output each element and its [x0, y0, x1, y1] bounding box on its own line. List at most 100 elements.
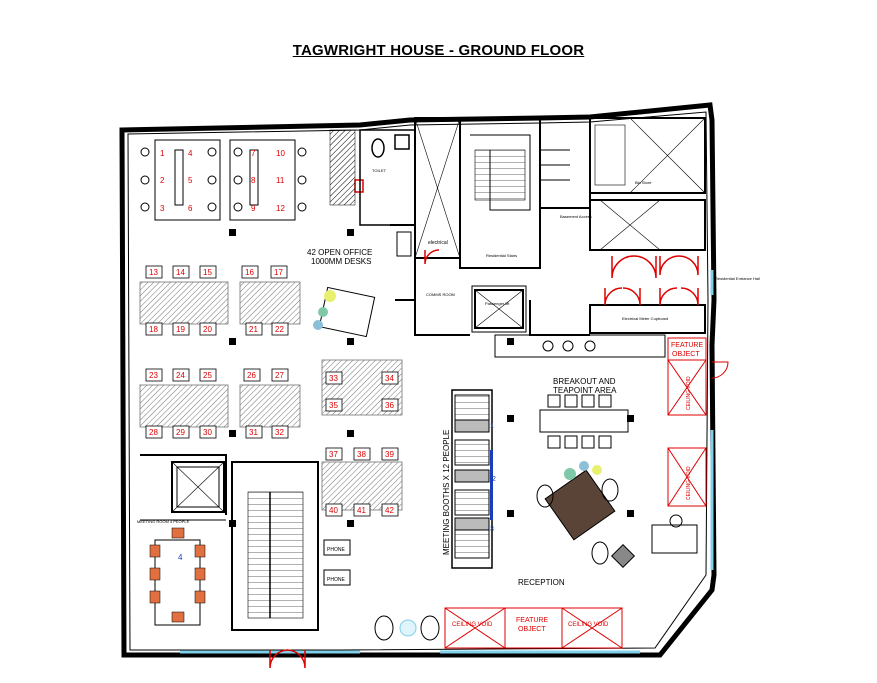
meeting-room-label: MEETING ROOM 4 PEOPLE: [137, 519, 190, 524]
ceiling-voids: [444, 337, 729, 649]
desk-chair: [270, 265, 288, 279]
comms-room-label: COMMS ROOM: [426, 292, 455, 297]
desk-chair: [145, 368, 163, 382]
desk-number: 13: [149, 268, 158, 277]
desk-number: 14: [176, 268, 185, 277]
desk-chair: [243, 368, 261, 382]
desk-chair: [145, 322, 163, 336]
south-seating: [374, 615, 440, 641]
residential-entrance-label: Residential Entrance Hall: [715, 276, 760, 281]
desk-chair: [271, 322, 289, 336]
ceiling-void-label-4: CEILING VOID: [686, 466, 692, 500]
desk-number: 25: [203, 371, 212, 380]
desk-chair: [172, 425, 190, 439]
desk-chair: [381, 371, 399, 385]
meeting-booths-label: MEETING BOOTHS X 12 PEOPLE: [442, 430, 451, 555]
desk-cluster: [239, 384, 301, 428]
desk-number: 17: [274, 268, 283, 277]
desk-cluster: [239, 281, 301, 325]
breakout-label-2: TEAPOINT AREA: [553, 386, 617, 395]
desk-chair: [245, 322, 263, 336]
desk-number: 16: [245, 268, 254, 277]
desk-cluster: [321, 461, 403, 511]
desk-number: 41: [357, 506, 366, 515]
desk-number: 30: [203, 428, 212, 437]
desk-number: 27: [275, 371, 284, 380]
breakout-area: [494, 334, 666, 449]
page-title: TAGWRIGHT HOUSE - GROUND FLOOR: [292, 42, 585, 59]
desk-chair: [325, 371, 343, 385]
phone-label-1: PHONE: [327, 547, 345, 553]
toilet-room: [329, 129, 416, 226]
open-office-label: 42 OPEN OFFICE: [307, 248, 372, 257]
desk-number: 28: [149, 428, 158, 437]
desk-cluster: [139, 384, 229, 428]
desk-number: 37: [329, 450, 338, 459]
desk-number: 4: [188, 149, 193, 158]
desk-number: 32: [275, 428, 284, 437]
breakout-label-1: BREAKOUT AND: [553, 377, 616, 386]
desk-number: 31: [249, 428, 258, 437]
desk-chair: [271, 368, 289, 382]
desk-number: 5: [188, 176, 193, 185]
phone-label-2: PHONE: [327, 577, 345, 583]
ceiling-void-label-2: CEILING VOID: [568, 622, 609, 628]
core-south: [140, 454, 351, 631]
reception-label: RECEPTION: [518, 578, 565, 587]
desk-number: 1: [160, 149, 165, 158]
desk-number: 20: [203, 325, 212, 334]
desk-number: 12: [276, 204, 285, 213]
desk-number: 15: [203, 268, 212, 277]
residential-stairs-label: Residential Stairs: [486, 253, 517, 258]
meeting-tables-north: [140, 139, 307, 221]
desk-number: 33: [329, 374, 338, 383]
desk-number: 7: [251, 149, 256, 158]
desk-chair: [381, 447, 399, 461]
basement-access-label: Basement Access: [560, 214, 592, 219]
bin-store-label: Bin Store: [635, 180, 652, 185]
desk-chair: [353, 447, 371, 461]
desk-chair: [199, 368, 217, 382]
ceiling-void-label-3: CEILING VOID: [686, 376, 692, 410]
desk-number: 8: [251, 176, 256, 185]
desk-chair: [172, 322, 190, 336]
desk-chair: [199, 265, 217, 279]
meeting-room-number: 4: [178, 553, 183, 562]
desk-number: 9: [251, 204, 256, 213]
desk-number: 42: [385, 506, 394, 515]
desk-chair: [145, 425, 163, 439]
electrical-meter-label: Electrical Meter Cupboard: [622, 316, 668, 321]
desk-chair: [245, 425, 263, 439]
meeting-booths: [451, 389, 493, 569]
desk-number: 34: [385, 374, 394, 383]
desk-number: 35: [329, 401, 338, 410]
desk-chair: [199, 425, 217, 439]
desk-number: 36: [385, 401, 394, 410]
desk-number: 38: [357, 450, 366, 459]
breakout-small: [313, 286, 376, 338]
doors-right: [269, 179, 699, 669]
desk-cluster: [139, 281, 229, 325]
desk-number: 29: [176, 428, 185, 437]
desk-chair: [325, 398, 343, 412]
desk-number: 26: [247, 371, 256, 380]
desk-chair: [325, 447, 343, 461]
ceiling-void-label-1: CEILING VOID: [452, 622, 493, 628]
desk-number: 24: [176, 371, 185, 380]
booth-1-number: 1: [490, 423, 494, 430]
meeting-room-4: [149, 527, 206, 626]
desk-chair: [241, 265, 259, 279]
feature-object-label-right-2: OBJECT: [672, 351, 700, 358]
desk-number: 21: [249, 325, 258, 334]
feature-object-label-right-1: FEATURE: [671, 342, 703, 349]
desk-chair: [145, 265, 163, 279]
desk-number: 2: [160, 176, 165, 185]
columns: [229, 229, 634, 527]
desk-number: 11: [276, 176, 285, 185]
electrical-label: electrical: [428, 240, 448, 246]
desk-number: 3: [160, 204, 165, 213]
desk-chair: [381, 398, 399, 412]
desk-number: 10: [276, 149, 285, 158]
